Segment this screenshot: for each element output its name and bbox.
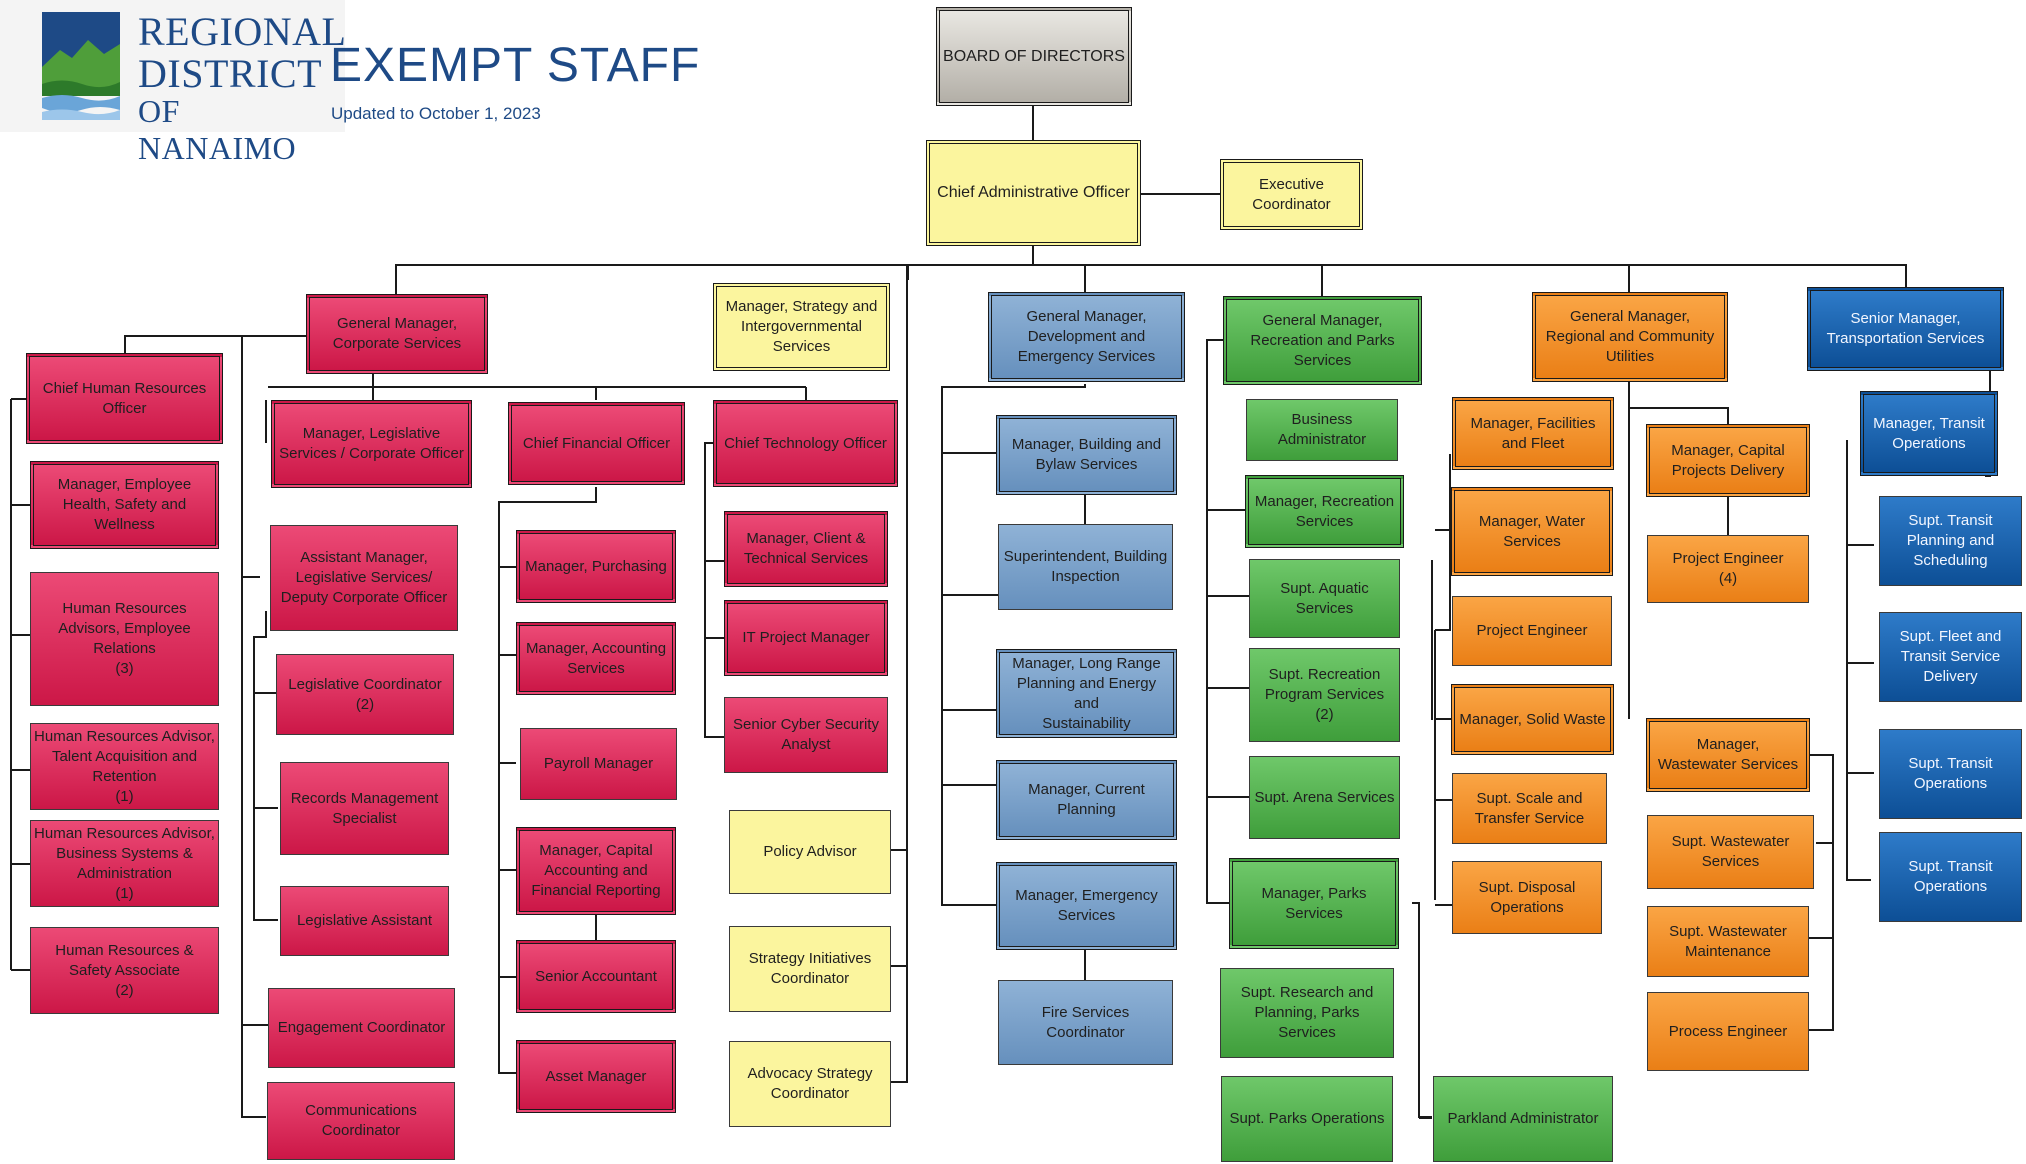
it-project-manager-box: IT Project Manager <box>724 600 888 676</box>
manager-current-planning-box: Manager, Current Planning <box>996 760 1177 840</box>
gm-recreation-parks-box: General Manager, Recreation and Parks Se… <box>1223 296 1422 385</box>
executive-coordinator-box: Executive Coordinator <box>1220 159 1363 230</box>
project-engineer-4-box: Project Engineer (4) <box>1647 535 1809 603</box>
manager-legislative-box: Manager, Legislative Services / Corporat… <box>271 400 472 488</box>
legislative-coordinator-box: Legislative Coordinator (2) <box>276 654 454 735</box>
manager-long-range-planning-box: Manager, Long Range Planning and Energy … <box>996 649 1177 738</box>
engagement-coordinator-box: Engagement Coordinator <box>268 988 455 1068</box>
logo-word-district: DISTRICT <box>138 51 322 96</box>
supt-wastewater-services-box: Supt. Wastewater Services <box>1647 815 1814 889</box>
manager-client-technical-box: Manager, Client & Technical Services <box>724 511 888 587</box>
logo-word-of-nanaimo: OF NANAIMO <box>138 93 297 166</box>
senior-manager-transportation-box: Senior Manager, Transportation Services <box>1807 287 2004 371</box>
manager-purchasing-box: Manager, Purchasing <box>516 530 676 603</box>
fire-services-coordinator-box: Fire Services Coordinator <box>998 980 1173 1065</box>
mountain-logo-icon <box>42 12 120 120</box>
hr-advisor-talent-box: Human Resources Advisor, Talent Acquisit… <box>30 723 219 810</box>
communications-coordinator-box: Communications Coordinator <box>267 1082 455 1160</box>
advocacy-strategy-box: Advocacy Strategy Coordinator <box>729 1041 891 1127</box>
supt-recreation-program-box: Supt. Recreation Program Services (2) <box>1249 648 1400 742</box>
chart-subtitle: Updated to October 1, 2023 <box>331 104 541 123</box>
regional-district-logo: REGIONAL DISTRICT OF NANAIMO <box>0 0 347 166</box>
manager-emergency-services-box: Manager, Emergency Services <box>996 862 1177 950</box>
chart-title: EXEMPT STAFF <box>330 39 701 92</box>
supt-scale-transfer-box: Supt. Scale and Transfer Service <box>1452 773 1607 844</box>
supt-wastewater-maintenance-box: Supt. Wastewater Maintenance <box>1647 906 1809 977</box>
supt-aquatic-box: Supt. Aquatic Services <box>1249 559 1400 638</box>
supt-disposal-box: Supt. Disposal Operations <box>1452 861 1602 934</box>
legislative-assistant-box: Legislative Assistant <box>280 886 449 956</box>
manager-capital-accounting-box: Manager, Capital Accounting and Financia… <box>516 827 676 915</box>
records-management-box: Records Management Specialist <box>280 762 449 855</box>
supt-transit-planning-box: Supt. Transit Planning and Scheduling <box>1879 496 2022 586</box>
payroll-manager-box: Payroll Manager <box>520 728 677 800</box>
chief-hr-officer-box: Chief Human Resources Officer <box>26 353 223 444</box>
manager-parks-box: Manager, Parks Services <box>1229 858 1399 949</box>
supt-transit-operations-2-box: Supt. Transit Operations <box>1879 832 2022 922</box>
project-engineer-box: Project Engineer <box>1452 596 1612 666</box>
senior-cyber-security-box: Senior Cyber Security Analyst <box>724 697 888 773</box>
hr-advisor-business-systems-box: Human Resources Advisor, Business System… <box>30 820 219 907</box>
strategy-initiatives-box: Strategy Initiatives Coordinator <box>729 926 891 1012</box>
assistant-manager-legislative-box: Assistant Manager, Legislative Services/… <box>270 525 458 631</box>
superintendent-building-box: Superintendent, Building Inspection <box>998 524 1173 610</box>
manager-capital-projects-box: Manager, Capital Projects Delivery <box>1646 424 1810 497</box>
cao-box: Chief Administrative Officer <box>926 140 1141 246</box>
supt-research-planning-box: Supt. Research and Planning, Parks Servi… <box>1220 968 1394 1058</box>
board-of-directors-box: BOARD OF DIRECTORS <box>936 7 1132 106</box>
supt-transit-operations-1-box: Supt. Transit Operations <box>1879 729 2022 819</box>
hr-safety-associate-box: Human Resources & Safety Associate (2) <box>30 927 219 1014</box>
manager-health-safety-box: Manager, Employee Health, Safety and Wel… <box>30 461 219 549</box>
supt-fleet-transit-box: Supt. Fleet and Transit Service Delivery <box>1879 612 2022 702</box>
manager-building-bylaw-box: Manager, Building and Bylaw Services <box>996 415 1177 495</box>
process-engineer-box: Process Engineer <box>1647 992 1809 1071</box>
senior-accountant-box: Senior Accountant <box>516 940 676 1013</box>
manager-wastewater-box: Manager, Wastewater Services <box>1646 718 1810 792</box>
policy-advisor-box: Policy Advisor <box>729 810 891 894</box>
gm-regional-utilities-box: General Manager, Regional and Community … <box>1532 292 1728 382</box>
manager-strategy-box: Manager, Strategy and Intergovernmental … <box>713 283 890 371</box>
cto-box: Chief Technology Officer <box>713 400 898 487</box>
business-administrator-box: Business Administrator <box>1246 399 1398 461</box>
gm-corporate-services-box: General Manager, Corporate Services <box>306 294 488 374</box>
asset-manager-box: Asset Manager <box>516 1040 676 1113</box>
manager-solid-waste-box: Manager, Solid Waste <box>1451 684 1614 755</box>
supt-parks-operations-box: Supt. Parks Operations <box>1221 1076 1393 1162</box>
logo-word-regional: REGIONAL <box>138 9 347 54</box>
cfo-box: Chief Financial Officer <box>508 402 685 485</box>
manager-recreation-box: Manager, Recreation Services <box>1245 475 1404 548</box>
hr-advisors-employee-relations-box: Human Resources Advisors, Employee Relat… <box>30 572 219 706</box>
manager-facilities-fleet-box: Manager, Facilities and Fleet <box>1452 397 1614 470</box>
manager-water-box: Manager, Water Services <box>1451 487 1613 576</box>
manager-accounting-box: Manager, Accounting Services <box>516 622 676 695</box>
manager-transit-operations-box: Manager, Transit Operations <box>1860 391 1998 476</box>
supt-arena-box: Supt. Arena Services <box>1249 756 1400 839</box>
gm-development-box: General Manager, Development and Emergen… <box>988 292 1185 382</box>
parkland-administrator-box: Parkland Administrator <box>1433 1076 1613 1162</box>
